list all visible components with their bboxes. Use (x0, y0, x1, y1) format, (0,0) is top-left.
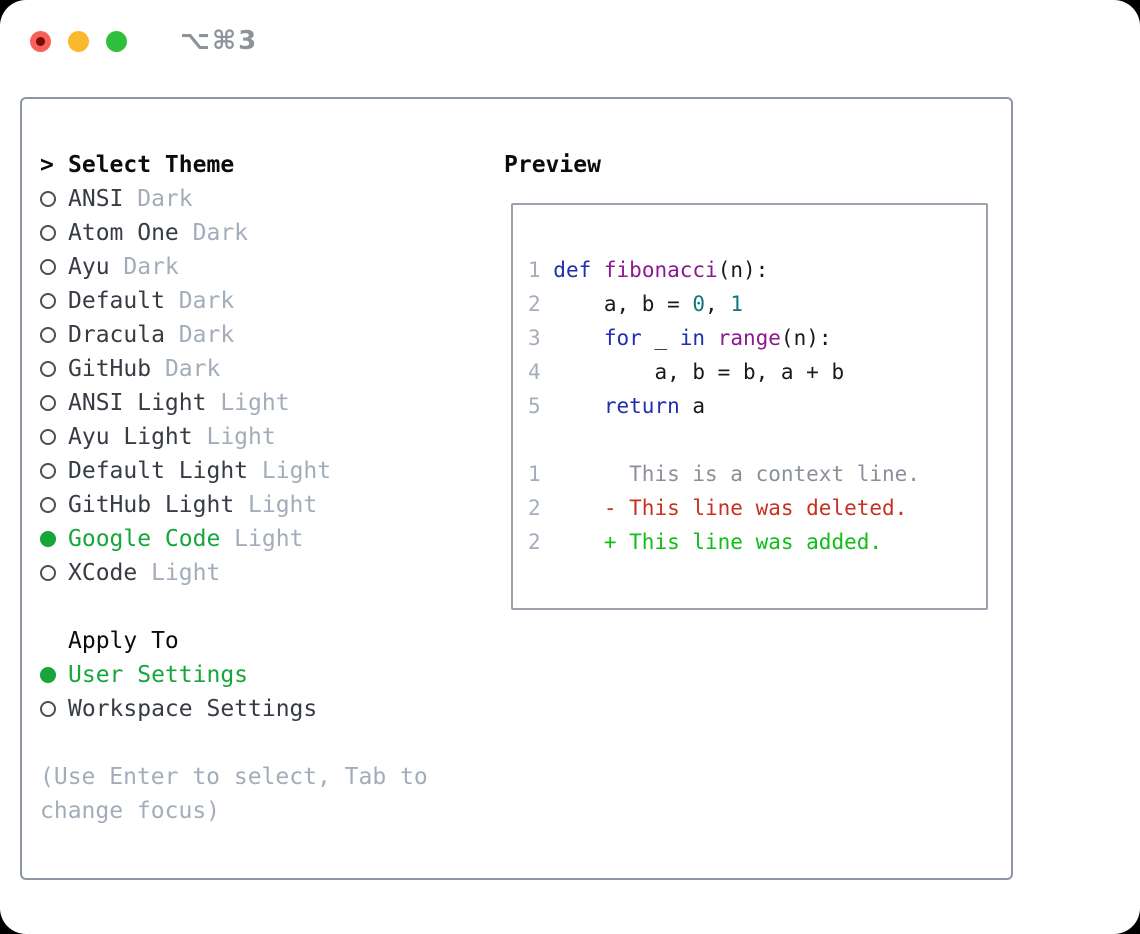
theme-variant: Light (220, 390, 290, 416)
radio-unselected-icon (40, 463, 56, 479)
minimize-button[interactable] (68, 30, 89, 52)
radio-unselected-icon (40, 701, 56, 717)
titlebar: ⌥⌘3 (30, 26, 258, 56)
theme-variant: Dark (164, 356, 221, 382)
theme-name: Ayu (68, 254, 124, 280)
theme-list-header: > Select Theme (40, 148, 485, 182)
radio-selected-icon (40, 667, 56, 683)
theme-item-dracula-dark[interactable]: Dracula Dark (40, 318, 485, 352)
theme-item-ayu-light-light[interactable]: Ayu Light Light (40, 420, 485, 454)
theme-item-ansi-dark[interactable]: ANSI Dark (40, 182, 485, 216)
zoom-button[interactable] (106, 30, 127, 52)
theme-name: Default Light (68, 458, 262, 484)
radio-unselected-icon (40, 293, 56, 309)
theme-name: GitHub Light (68, 492, 249, 518)
theme-item-github-dark[interactable]: GitHub Dark (40, 352, 485, 386)
radio-unselected-icon (40, 225, 56, 241)
theme-variant: Dark (192, 220, 249, 246)
theme-name: Default (68, 288, 179, 314)
help-text: (Use Enter to select, Tab to change focu… (40, 764, 428, 824)
preview-line: 1 This is a context line. (528, 462, 920, 486)
theme-variant: Light (151, 560, 221, 586)
radio-unselected-icon (40, 327, 56, 343)
theme-variant: Light (248, 492, 318, 518)
theme-item-default-dark[interactable]: Default Dark (40, 284, 485, 318)
theme-item-ayu-dark[interactable]: Ayu Dark (40, 250, 485, 284)
preview-line: 2 - This line was deleted. (528, 496, 908, 520)
preview-line: 1 def fibonacci(n): (528, 258, 769, 282)
spacer (40, 590, 485, 624)
theme-variant: Light (261, 458, 332, 484)
preview-line (528, 423, 986, 457)
preview-line: 2 a, b = 0, 1 (528, 292, 743, 316)
preview-box: 1 def fibonacci(n): 2 a, b = 0, 1 3 for _ … (511, 203, 988, 610)
theme-item-google-code-light[interactable]: Google Code Light (40, 522, 485, 556)
window-title: ⌥⌘3 (180, 26, 259, 56)
theme-variant: Dark (137, 186, 193, 212)
radio-unselected-icon (40, 259, 56, 275)
radio-unselected-icon (40, 191, 56, 207)
apply-to-header: Apply To (40, 624, 485, 658)
preview-header: Preview (504, 152, 601, 178)
preview-line: 4 a, b = b, a + b (528, 360, 845, 384)
apply-option-workspace-settings[interactable]: Workspace Settings (40, 692, 485, 726)
theme-name: Google Code (68, 526, 235, 552)
selection-cursor-icon: > (40, 152, 54, 178)
theme-variant: Dark (178, 322, 235, 348)
close-button[interactable] (30, 30, 51, 52)
apply-to-header-label: Apply To (68, 628, 179, 654)
radio-selected-icon (40, 531, 56, 547)
theme-item-github-light-light[interactable]: GitHub Light Light (40, 488, 485, 522)
unsaved-dot-icon (36, 36, 45, 46)
radio-unselected-icon (40, 565, 56, 581)
theme-item-atom-one-dark[interactable]: Atom One Dark (40, 216, 485, 250)
theme-variant: Light (234, 526, 304, 552)
radio-unselected-icon (40, 497, 56, 513)
theme-variant: Light (206, 424, 276, 450)
preview-line: 3 for _ in range(n): (528, 326, 832, 350)
radio-unselected-icon (40, 395, 56, 411)
theme-variant: Dark (123, 254, 179, 280)
theme-variant: Dark (178, 288, 235, 314)
theme-name: Dracula (68, 322, 179, 348)
theme-name: ANSI (68, 186, 138, 212)
theme-name: GitHub (68, 356, 165, 382)
theme-name: XCode (68, 560, 152, 586)
preview-line: 5 return a (528, 394, 706, 418)
apply-option-user-settings[interactable]: User Settings (40, 658, 485, 692)
preview-line: 2 + This line was added. (528, 530, 883, 554)
theme-item-xcode-light[interactable]: XCode Light (40, 556, 485, 590)
theme-name: Ayu Light (68, 424, 207, 450)
radio-unselected-icon (40, 429, 56, 445)
theme-list-header-label: Select Theme (68, 152, 235, 178)
apply-option-label: User Settings (68, 662, 249, 688)
code-preview: 1 def fibonacci(n): 2 a, b = 0, 1 3 for _ … (513, 205, 986, 559)
theme-item-default-light-light[interactable]: Default Light Light (40, 454, 485, 488)
theme-name: Atom One (68, 220, 193, 246)
theme-item-ansi-light-light[interactable]: ANSI Light Light (40, 386, 485, 420)
radio-unselected-icon (40, 361, 56, 377)
apply-option-label: Workspace Settings (68, 696, 318, 722)
theme-name: ANSI Light (68, 390, 221, 416)
